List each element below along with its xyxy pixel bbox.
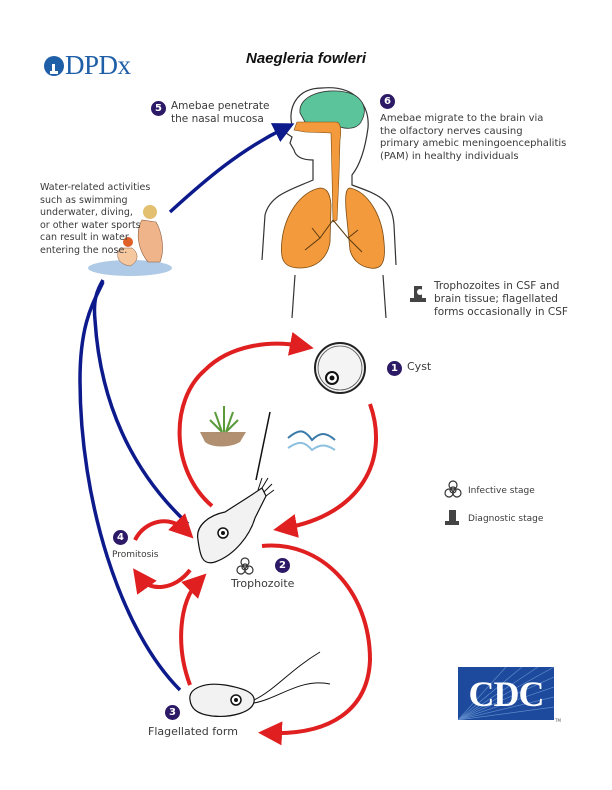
microscope-icon-diagnostic-note: [410, 286, 426, 302]
stage-label-trophozoite: Trophozoite: [231, 577, 295, 590]
diagnostic-note-line: brain tissue; flagellated: [434, 293, 558, 305]
cdc-logo: CDC: [458, 667, 554, 720]
cyst-illustration: [314, 342, 366, 394]
diagnostic-note: Trophozoites in CSF and brain tissue; fl…: [434, 280, 568, 319]
legend-diagnostic-stage: Diagnostic stage: [468, 514, 544, 524]
brain: [299, 90, 365, 129]
arrow-trophozoite-to-cyst: [177, 331, 314, 508]
legend-microscope-icon: [445, 510, 459, 525]
trophozoite-illustration: [197, 477, 275, 564]
arrow-cyst-to-trophozoite: [273, 403, 379, 538]
step-5-label: Amebae penetrate the nasal mucosa: [171, 100, 269, 125]
bronchi: [304, 219, 363, 253]
biohazard-icon-trophozoite: [236, 557, 254, 575]
right-lung: [345, 187, 385, 269]
step-5-line-2: the nasal mucosa: [171, 112, 264, 125]
nasal-airway: [293, 121, 342, 223]
diagnostic-note-line: forms occasionally in CSF: [434, 306, 568, 318]
swimmer-illustration: [88, 205, 172, 276]
water-note-line: Water-related activities: [40, 182, 151, 193]
water-note-line: or other water sports: [40, 219, 141, 231]
arrow-to-nose: [168, 123, 295, 214]
water-note-line: such as swimming: [40, 194, 128, 206]
soil-and-water-icons: [200, 406, 336, 481]
cdc-logo-text: CDC: [468, 674, 545, 714]
cdc-logo-rays: [458, 667, 554, 720]
left-lung: [281, 187, 332, 269]
step-badge-5: 5: [151, 101, 166, 116]
diagram-title: Naegleria fowleri: [246, 50, 367, 67]
water-note-line: can result in water: [40, 232, 129, 243]
arrow-flagellated-to-trophozoite: [179, 573, 207, 686]
flagellated-form-illustration: [189, 651, 331, 717]
step-badge-4: 4: [113, 530, 128, 545]
transmission-arrows: [78, 123, 295, 692]
step-badge-3: 3: [165, 705, 180, 720]
step-badge-2: 2: [275, 558, 290, 573]
diagnostic-note-line: Trophozoites in CSF and: [434, 280, 560, 292]
stage-label-cyst: Cyst: [407, 360, 432, 373]
arrow-from-flagellated: [78, 281, 182, 692]
stage-label-promitosis: Promitosis: [112, 550, 159, 560]
step-6-line-2: the olfactory nerves causing: [380, 125, 523, 137]
trademark-mark: TM: [555, 718, 561, 723]
dpdx-logo-text: DPDx: [65, 50, 131, 80]
step-6-line-1: Amebae migrate to the brain via: [380, 113, 544, 124]
step-6-line-4: (PAM) in healthy individuals: [380, 150, 519, 162]
step-badge-1: 1: [387, 361, 402, 376]
water-activities-note: Water-related activities such as swimmin…: [40, 182, 150, 257]
step-6-label: Amebae migrate to the brain via the olfa…: [380, 113, 566, 163]
arrow-promitosis-upper: [133, 513, 194, 542]
cycle-arrows: [133, 331, 379, 746]
legend-infective-stage: Infective stage: [468, 486, 535, 496]
legend-biohazard-icon: [444, 480, 462, 498]
dpdx-logo: DPDx: [44, 50, 131, 81]
arrow-promitosis-lower: [133, 568, 192, 595]
water-note-line: entering the nose.: [40, 244, 128, 256]
water-note-line: underwater, diving,: [40, 207, 133, 218]
stage-label-flagellated-form: Flagellated form: [148, 725, 238, 738]
microscope-circle-icon: [44, 55, 64, 76]
arrow-trophozoite-to-flagellated: [258, 543, 373, 746]
arrow-from-trophozoite: [92, 279, 190, 526]
step-badge-6: 6: [380, 94, 395, 109]
step-6-line-3: primary amebic meningoencephalitis: [380, 138, 567, 149]
step-5-line-1: Amebae penetrate: [171, 100, 270, 112]
